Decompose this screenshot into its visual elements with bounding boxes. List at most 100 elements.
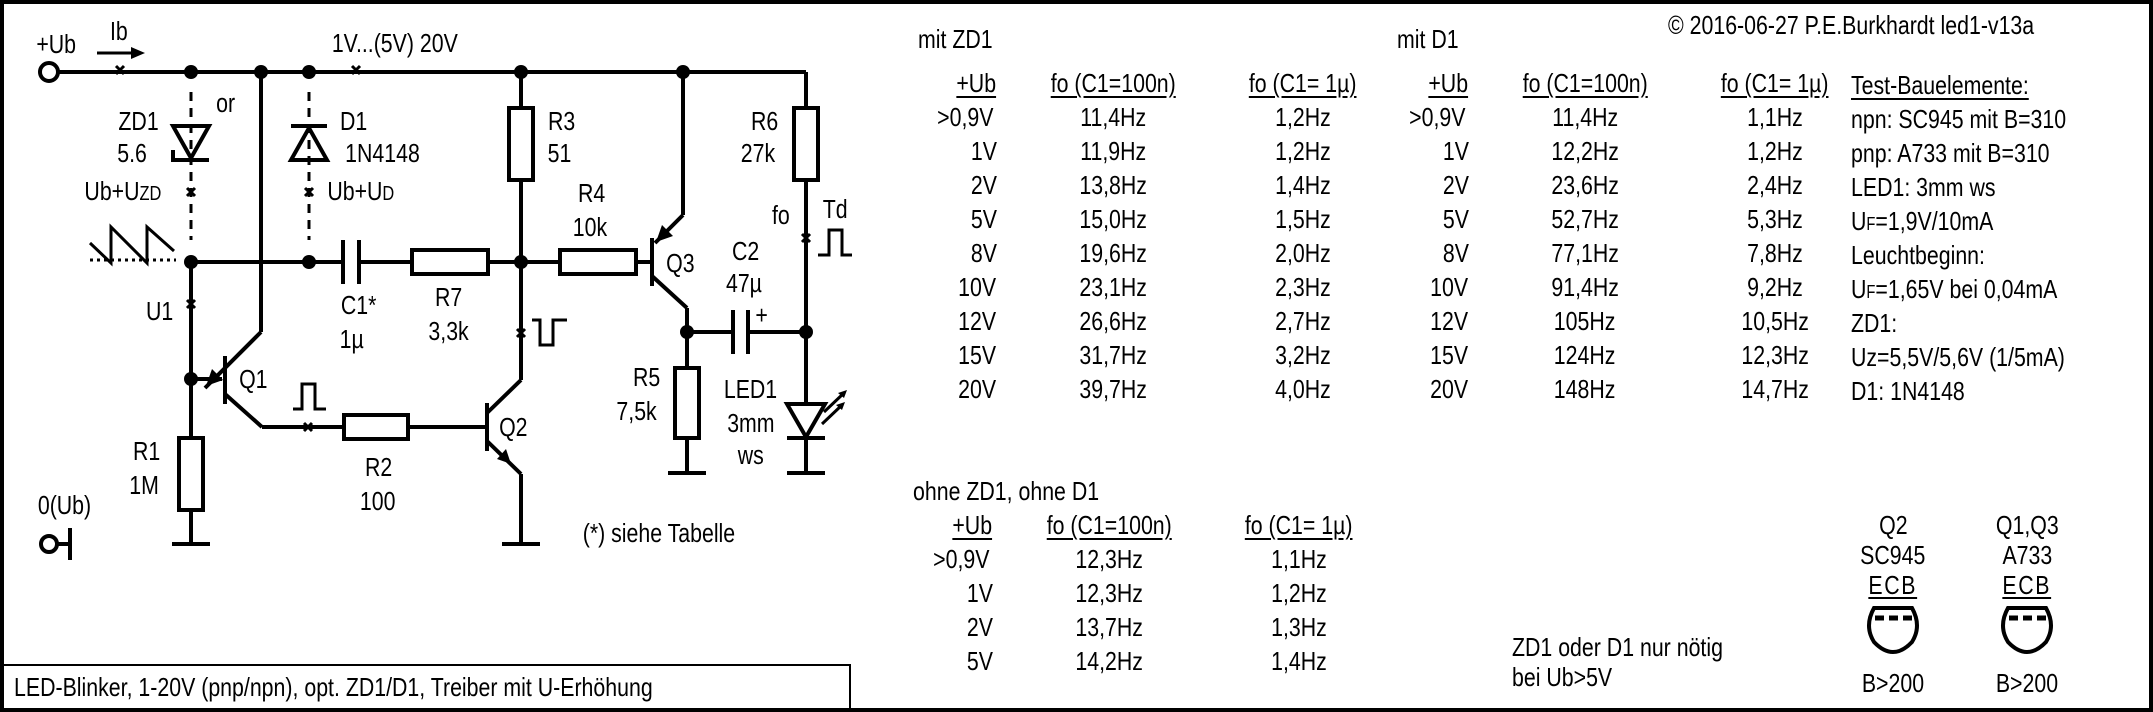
label-plus-ub: +Ub <box>36 30 76 60</box>
label-r4-name: R4 <box>578 179 605 209</box>
table-cell: 31,7Hz <box>1079 340 1147 370</box>
measuring-points <box>114 64 812 433</box>
table-header-cell: fo (C1=100n) <box>1050 68 1176 98</box>
label-c2-value: 47µ <box>726 269 762 299</box>
table-cell: 2,0Hz <box>1275 238 1331 268</box>
junction <box>302 65 316 79</box>
ib-arrow-head <box>131 47 145 59</box>
table-cell: 12V <box>957 306 996 336</box>
resistor-r3 <box>507 106 535 182</box>
led-light-arrow-2 <box>820 403 844 426</box>
table-cell: >0,9V <box>937 102 994 132</box>
measure-point-range <box>350 64 362 76</box>
table-cell: 1V <box>967 578 994 608</box>
table-cell: 11,4Hz <box>1080 102 1146 132</box>
table-cell: 39,7Hz <box>1079 374 1147 404</box>
table-cell: 12,3Hz <box>1741 340 1809 370</box>
resistor-r2 <box>342 413 410 441</box>
label-led1-size: 3mm <box>727 409 774 439</box>
caption-box: LED-Blinker, 1-20V (pnp/npn), opt. ZD1/D… <box>4 664 851 708</box>
table-cell: 1,2Hz <box>1275 136 1331 166</box>
led-led1 <box>783 402 829 442</box>
table-cell: 5V <box>971 204 998 234</box>
label-footnote: (*) siehe Tabelle <box>583 519 735 549</box>
wire-q1-collector <box>223 392 264 429</box>
remark-line-1: ZD1 oder D1 nur nötig <box>1512 632 1723 662</box>
label-c2-polarity: + <box>755 301 767 331</box>
zener-diode-zd1 <box>169 124 213 163</box>
label-q3: Q3 <box>666 249 694 279</box>
led-arrow-head-1 <box>838 390 847 398</box>
label-r2-value: 100 <box>360 487 396 517</box>
notes-line: LED1: 3mm ws <box>1851 172 1996 202</box>
resistor-r6 <box>792 106 820 182</box>
table-cell: 7,8Hz <box>1747 238 1803 268</box>
pinout-gain: B>200 <box>1995 668 2059 698</box>
table-cell: 11,9Hz <box>1080 136 1146 166</box>
table-cell: 91,4Hz <box>1551 272 1619 302</box>
pinout-type: A733 <box>2002 540 2052 570</box>
label-c1-value: 1µ <box>340 325 364 355</box>
label-q2: Q2 <box>499 413 527 443</box>
label-zd1-value: 5.6 <box>117 139 147 169</box>
table-cell: 23,6Hz <box>1551 170 1619 200</box>
table-cell: 12,3Hz <box>1075 544 1143 574</box>
sawtooth-waveform-icon <box>88 223 175 267</box>
table-header-row: +Ub fo (C1=100n) fo (C1= 1µ) <box>900 66 1420 100</box>
table-cell: >0,9V <box>933 544 990 574</box>
notes-line: D1: 1N4148 <box>1851 376 1965 406</box>
table-cell: 1,1Hz <box>1271 544 1327 574</box>
q1-emitter-arrow <box>206 369 223 386</box>
table-cell: 14,2Hz <box>1075 646 1143 676</box>
table-cell: 1,2Hz <box>1271 578 1327 608</box>
notes-line: Leuchtbeginn: <box>1851 240 1985 270</box>
notes-line: npn: SC945 mit B=310 <box>1851 104 2067 134</box>
table-header-cell: fo (C1= 1µ) <box>1245 510 1353 540</box>
notes-line: UF=1,65V bei 0,04mA <box>1851 274 2058 304</box>
table-header-cell: fo (C1= 1µ) <box>1249 68 1357 98</box>
table-cell: 148Hz <box>1554 374 1616 404</box>
table-cell: 52,7Hz <box>1551 204 1619 234</box>
label-ud-node: Ub+UD <box>327 177 394 207</box>
table-cell: 10V <box>957 272 996 302</box>
zener-diode-zd1-bar <box>171 150 209 162</box>
pinout-label: Q2 <box>1878 510 1908 540</box>
table-cell: 13,7Hz <box>1075 612 1143 642</box>
notes-line: ZD1: <box>1851 308 1898 338</box>
table-cell: 77,1Hz <box>1551 238 1619 268</box>
to92-package-icon <box>2001 606 2053 654</box>
terminal-ground[interactable] <box>39 534 59 554</box>
table-cell: 20V <box>1429 374 1468 404</box>
table-cell: 26,6Hz <box>1079 306 1147 336</box>
table-header-cell: fo (C1= 1µ) <box>1721 68 1829 98</box>
label-zd1-name: ZD1 <box>118 107 158 137</box>
label-r6-name: R6 <box>751 107 778 137</box>
junction <box>184 372 198 386</box>
table-cell: 12,2Hz <box>1551 136 1619 166</box>
terminal-plus-ub[interactable] <box>38 61 60 83</box>
table-cell: 19,6Hz <box>1079 238 1147 268</box>
notes-line: pnp: A733 mit B=310 <box>1851 138 2050 168</box>
label-r5-value: 7,5k <box>616 397 656 427</box>
label-r1-value: 1M <box>129 471 159 501</box>
table-cell: 1,4Hz <box>1271 646 1327 676</box>
table-cell: 8V <box>971 238 998 268</box>
table-cell: 9,2Hz <box>1747 272 1803 302</box>
junction <box>184 255 198 269</box>
junction <box>680 325 694 339</box>
table-header-cell: +Ub <box>955 68 996 98</box>
table-cell: 15V <box>1429 340 1468 370</box>
